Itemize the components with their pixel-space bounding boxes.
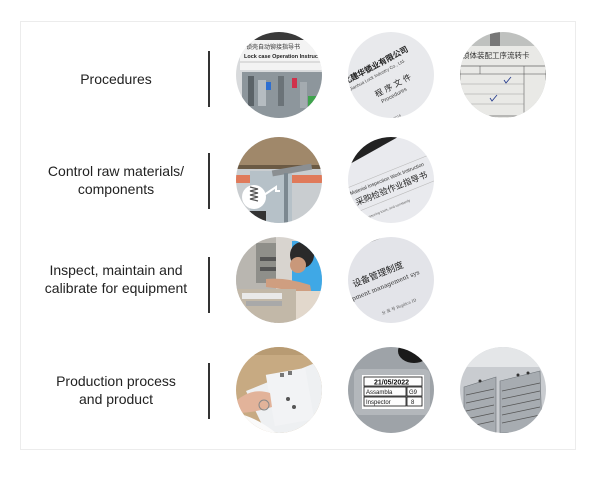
equipment-management-system-photo: 设备管理制度 uipment management sys 分 发 号 Repl… [348,237,434,323]
row-label: Production process and product [31,372,201,408]
row-procedures: Procedures 锁壳自动铆接指导书 Lock case Operation… [21,32,575,150]
stacked-lock-plates-photo [460,347,546,433]
label-text: Procedures [80,71,152,87]
svg-text:G9: G9 [409,390,418,396]
svg-text:Lock case Operation Instructi: Lock case Operation Instructi [244,54,322,60]
label-line-1: Inspect, maintain and [49,262,183,278]
divider [208,363,210,419]
row-production-process: Production process and product [21,347,575,462]
worker-calibrating-equipment-photo [236,237,322,323]
svg-text:21/05/2022: 21/05/2022 [374,380,409,387]
procedures-document-photo: 北建华锁业有限公司 Jianhua Lock Industry Co., Ltd… [348,32,434,118]
svg-text:锁壳自动铆接指导书: 锁壳自动铆接指导书 [246,43,300,51]
divider [208,51,210,107]
divider [208,153,210,209]
row-label: Control raw materials/ components [31,162,201,198]
svg-text:Inspector: Inspector [366,400,391,406]
inspection-label-photo: 21/05/2022 Assamblа G9 Inspector 8 [348,347,434,433]
row-control-raw-materials: Control raw materials/ components [21,137,575,253]
svg-text:Assamblа: Assamblа [366,390,393,396]
svg-text:8: 8 [411,400,415,406]
label-line-2: and product [79,391,153,407]
label-line-2: calibrate for equipment [44,280,188,296]
row-label: Inspect, maintain and calibrate for equi… [31,261,201,297]
row-inspect-equipment: Inspect, maintain and calibrate for equi… [21,237,575,357]
svg-text:锁体装配工序流转卡: 锁体装配工序流转卡 [462,50,530,60]
material-inspection-instruction-photo: Material Inspection Work Instruction 采购检… [348,137,434,223]
quality-control-card: Procedures 锁壳自动铆接指导书 Lock case Operation… [20,21,576,450]
lock-body-in-hand-photo [236,347,322,433]
row-label: Procedures [31,70,201,88]
label-line-1: Production process [56,373,176,389]
label-line-1: Control raw materials/ [47,163,185,179]
lock-component-inspection-photo [236,137,322,223]
lock-case-operation-instruction-photo: 锁壳自动铆接指导书 Lock case Operation Instructi [236,32,322,118]
label-line-2: components [77,181,155,197]
divider [208,257,210,313]
assembly-process-flow-card-photo: 锁体装配工序流转卡 [460,32,546,118]
